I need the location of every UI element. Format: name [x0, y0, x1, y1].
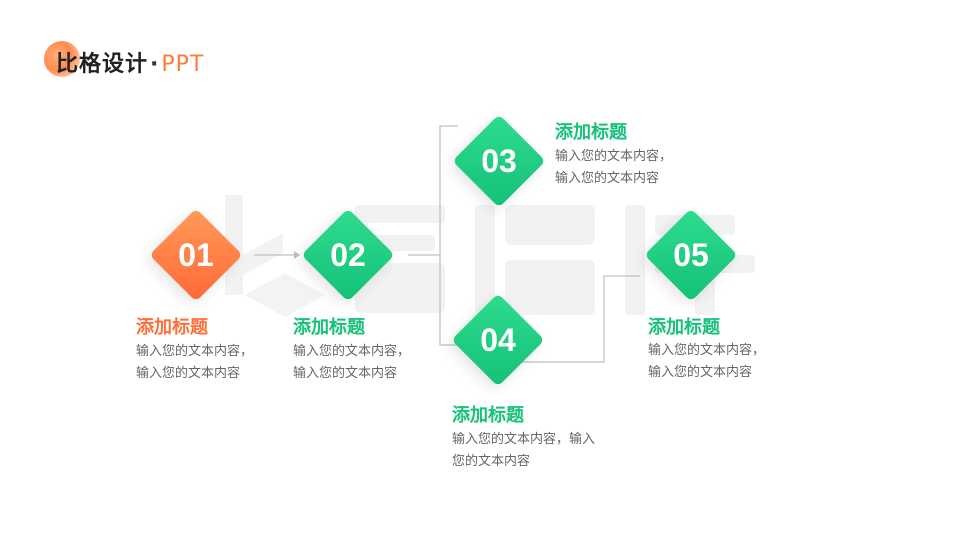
step-4-diamond: 04 [451, 293, 545, 387]
step-2-diamond: 02 [301, 208, 395, 302]
step-4-desc-line2: 您的文本内容 [452, 454, 531, 469]
step-1-desc: 输入您的文本内容， 输入您的文本内容 [136, 341, 253, 385]
step-4-title: 添加标题 [452, 405, 524, 426]
step-1-diamond: 01 [149, 208, 243, 302]
step-5-desc-line2: 输入您的文本内容 [648, 365, 753, 380]
step-5-title: 添加标题 [648, 317, 720, 338]
brand-separator: · [150, 52, 160, 77]
step-2-desc: 输入您的文本内容， 输入您的文本内容 [293, 341, 410, 385]
step-4-number: 04 [480, 322, 516, 358]
step-3-desc-line1: 输入您的文本内容， [555, 149, 673, 164]
step-5-diamond: 05 [644, 208, 738, 302]
step-3-diamond: 03 [452, 114, 546, 208]
brand-circle-icon [44, 41, 80, 77]
step-4-desc-line1: 输入您的文本内容，输入 [452, 432, 596, 447]
step-5-desc: 输入您的文本内容， 输入您的文本内容 [648, 340, 765, 384]
step-2-desc-line1: 输入您的文本内容， [293, 344, 411, 359]
step-3-title: 添加标题 [555, 122, 627, 143]
step-1-title: 添加标题 [136, 317, 208, 338]
step-4-desc: 输入您的文本内容，输入 您的文本内容 [452, 429, 595, 473]
brand-suffix: PPT [161, 52, 205, 77]
step-3-number: 03 [481, 143, 517, 179]
brand-title: 比格设计·PPT [56, 46, 204, 78]
step-5-number: 05 [673, 237, 709, 273]
step-1-desc-line2: 输入您的文本内容 [136, 366, 241, 381]
step-3-desc-line2: 输入您的文本内容 [555, 171, 660, 186]
brand-name: 比格设计 [56, 52, 149, 77]
step-2-title: 添加标题 [293, 317, 365, 338]
step-2-desc-line2: 输入您的文本内容 [293, 366, 398, 381]
step-5-desc-line1: 输入您的文本内容， [648, 343, 766, 358]
step-2-number: 02 [330, 237, 366, 273]
step-3-desc: 输入您的文本内容， 输入您的文本内容 [555, 146, 672, 190]
step-1-number: 01 [178, 237, 214, 273]
step-1-desc-line1: 输入您的文本内容， [136, 344, 254, 359]
